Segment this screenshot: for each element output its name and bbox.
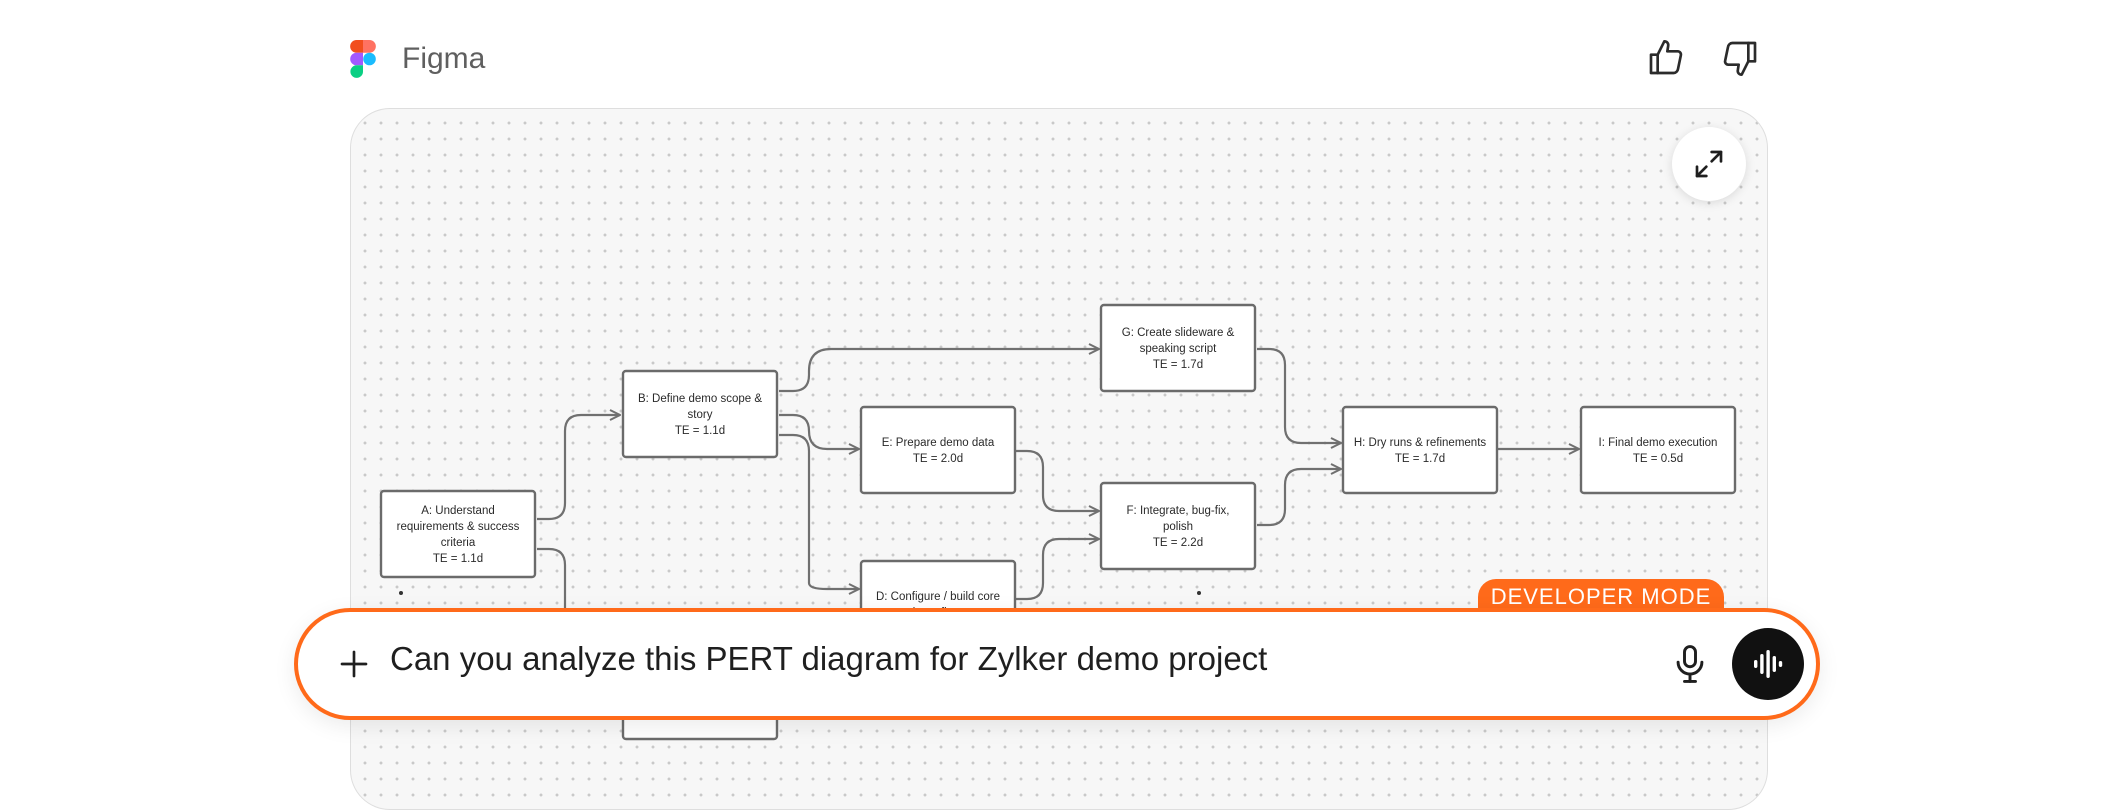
thumbs-up-icon[interactable]	[1646, 38, 1686, 78]
node-g: G: Create slideware & speaking script TE =…	[1099, 303, 1257, 393]
microphone-icon[interactable]	[1668, 642, 1712, 686]
edge-b-d-line	[779, 433, 859, 589]
node-label: story	[688, 409, 713, 421]
voice-mode-button[interactable]	[1732, 628, 1804, 700]
expand-button[interactable]	[1672, 127, 1746, 201]
node-label: speaking script	[1140, 343, 1218, 355]
canvas-dot	[1197, 591, 1201, 595]
edge-f-h-line	[1257, 469, 1341, 527]
node-box	[379, 489, 537, 579]
prompt-input[interactable]: Can you analyze this PERT diagram for Zy…	[390, 640, 1268, 677]
node-label: E: Prepare demo data	[882, 437, 995, 449]
node-label: I: Final demo execution	[1599, 437, 1718, 449]
node-label: D: Configure / build core	[876, 591, 1000, 603]
node-a: A: Understand requirements & success crite…	[379, 489, 537, 579]
prompt-bar[interactable]: Can you analyze this PERT diagram for Zy…	[294, 608, 1820, 720]
node-h: H: Dry runs & refinements TE = 1.7d	[1341, 405, 1499, 495]
edge-b-g-line	[779, 349, 1099, 393]
node-box	[1341, 405, 1499, 495]
node-box	[621, 369, 779, 459]
header: Figma	[350, 30, 1770, 86]
plus-icon[interactable]	[338, 648, 370, 680]
voice-mode-icon	[1754, 650, 1783, 678]
node-label: TE = 0.5d	[1633, 453, 1683, 465]
node-box	[1579, 405, 1737, 495]
node-label: F: Integrate, bug-fix,	[1127, 505, 1230, 517]
node-label: TE = 2.0d	[913, 453, 963, 465]
thumbs-down-icon[interactable]	[1720, 38, 1760, 78]
edge-a-c-line	[537, 547, 565, 669]
node-label: criteria	[441, 537, 476, 549]
app-name: Figma	[402, 42, 486, 75]
edge-a-b-line	[537, 415, 620, 521]
node-label: TE = 1.1d	[675, 425, 725, 437]
node-i: I: Final demo execution TE = 0.5d	[1579, 405, 1737, 495]
node-box	[1099, 481, 1257, 571]
node-label: polish	[1163, 521, 1193, 533]
node-label: TE = 1.7d	[1395, 453, 1445, 465]
node-f: F: Integrate, bug-fix, polish TE = 2.2d	[1099, 481, 1257, 571]
node-box	[1099, 303, 1257, 393]
edge-e-f-line	[1015, 449, 1099, 511]
figma-logo-icon	[350, 40, 376, 78]
canvas-dot	[399, 591, 403, 595]
node-box	[859, 405, 1017, 495]
expand-icon	[1695, 150, 1723, 178]
node-label: TE = 1.1d	[433, 553, 483, 565]
node-label: H: Dry runs & refinements	[1354, 437, 1487, 449]
edge-d-f-line	[1015, 539, 1099, 601]
node-label: B: Define demo scope &	[638, 393, 762, 405]
node-label: A: Understand	[421, 505, 495, 517]
node-label: G: Create slideware &	[1122, 327, 1235, 339]
diagram-edges	[537, 335, 1579, 669]
node-b: B: Define demo scope & story TE = 1.1d	[621, 369, 779, 459]
edge-b-e-line	[779, 413, 859, 449]
node-label: TE = 2.2d	[1153, 537, 1203, 549]
node-label: TE = 1.7d	[1153, 359, 1203, 371]
node-e: E: Prepare demo data TE = 2.0d	[859, 405, 1017, 495]
node-label: requirements & success	[397, 521, 520, 533]
edge-g-h-line	[1257, 347, 1341, 443]
